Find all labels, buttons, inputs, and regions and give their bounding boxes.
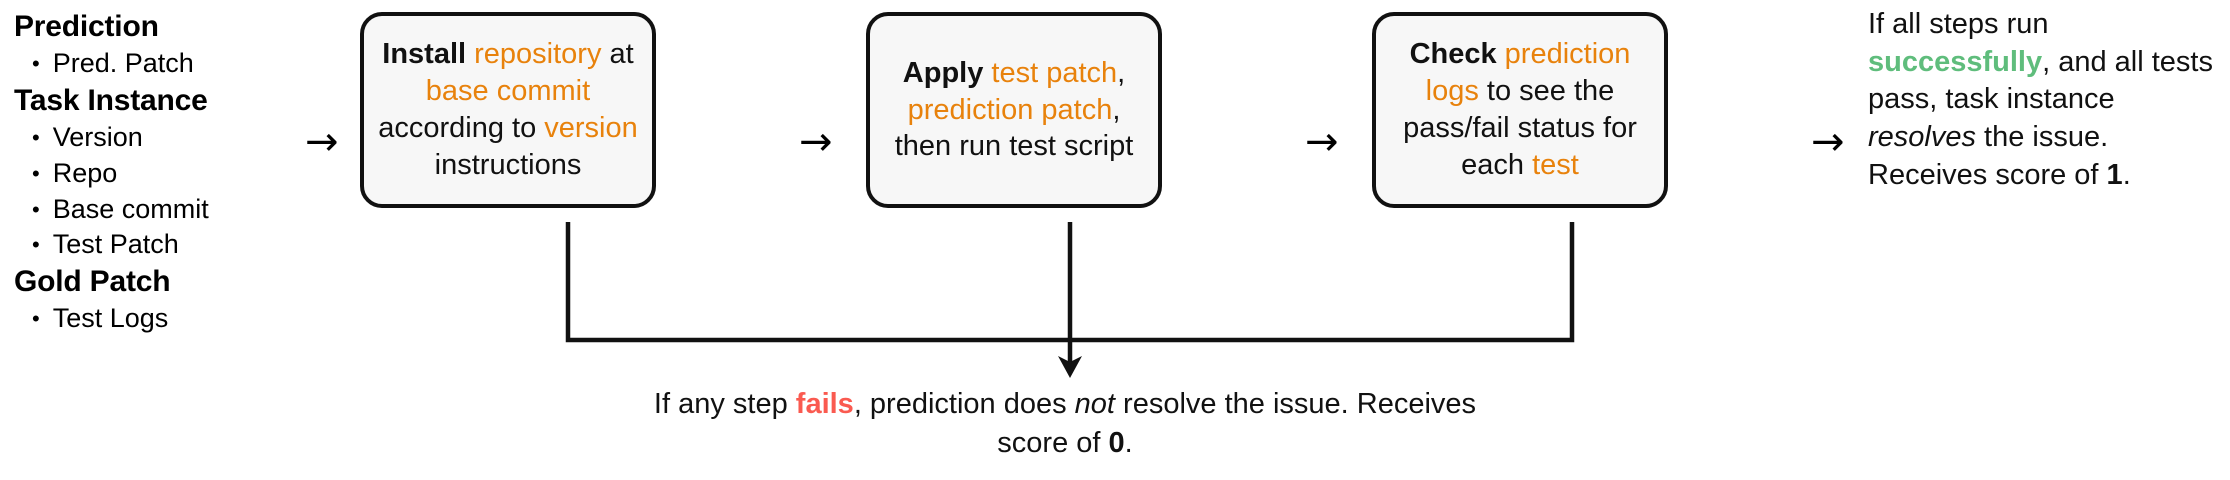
- list-item-label: Pred. Patch: [52, 48, 194, 79]
- outcome-success-text: If all steps run successfully, and all t…: [1868, 8, 2213, 191]
- list-item-label: Version: [52, 122, 143, 153]
- list-item-label: Repo: [52, 158, 118, 189]
- list-item: • Base commit: [32, 192, 304, 228]
- arrow-right-icon: →: [799, 119, 833, 165]
- list-item: • Version: [32, 120, 304, 156]
- list-item: • Test Patch: [32, 227, 304, 263]
- bullet-icon: •: [32, 196, 40, 222]
- bullet-icon: •: [32, 161, 40, 187]
- list-item-label: Test Logs: [52, 303, 169, 334]
- bullet-icon: •: [32, 306, 40, 332]
- bullet-icon: •: [32, 51, 40, 77]
- arrow-right-icon: →: [1305, 119, 1339, 165]
- bullet-icon: •: [32, 232, 40, 258]
- group-heading-prediction: Prediction: [14, 10, 159, 43]
- arrow-right-icon: →: [1811, 119, 1845, 165]
- arrow-right-icon: →: [305, 119, 339, 165]
- group-heading-task-instance: Task Instance: [14, 84, 208, 118]
- inputs-column: Prediction • Pred. Patch Task Instance •…: [14, 8, 304, 337]
- step-text-apply: Apply test patch, prediction patch, then…: [894, 56, 1134, 163]
- list-item: • Test Logs: [32, 301, 304, 337]
- arrow-down-icon: [1058, 356, 1082, 378]
- step-text-check: Check prediction logs to see the pass/fa…: [1403, 38, 1637, 181]
- step-text-install: Install repository at base commit accord…: [378, 38, 638, 181]
- list-item-label: Test Patch: [52, 229, 179, 260]
- step-box-check: Check prediction logs to see the pass/fa…: [1372, 12, 1668, 208]
- list-item: • Pred. Patch: [32, 46, 304, 82]
- bullet-icon: •: [32, 125, 40, 151]
- outcome-failure-text: If any step fails, prediction does not r…: [653, 388, 1477, 459]
- step-box-apply: Apply test patch, prediction patch, then…: [866, 12, 1162, 208]
- list-item-label: Base commit: [52, 193, 209, 224]
- step-box-install: Install repository at base commit accord…: [360, 12, 656, 208]
- group-heading-gold-patch: Gold Patch: [14, 264, 171, 298]
- list-item: • Repo: [32, 156, 304, 192]
